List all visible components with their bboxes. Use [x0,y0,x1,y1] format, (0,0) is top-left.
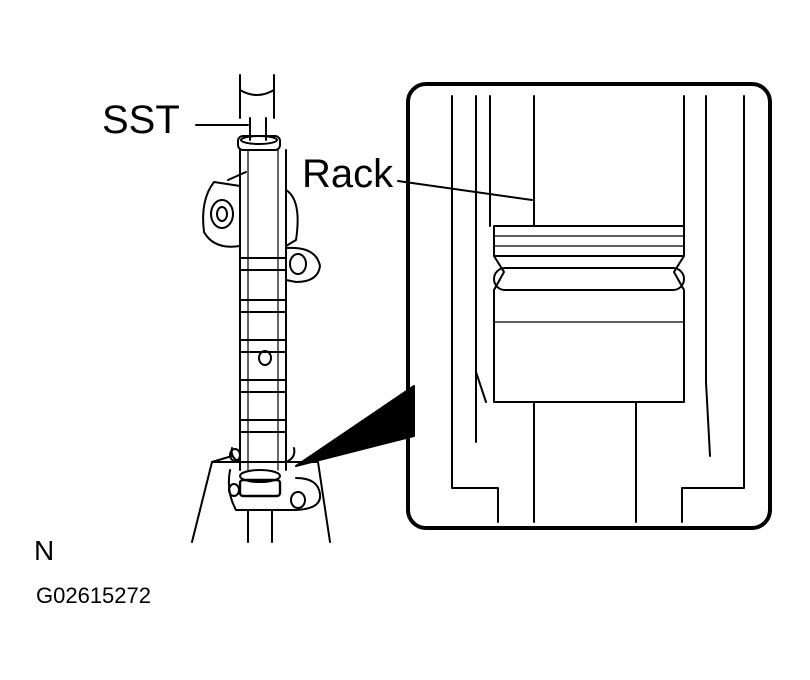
detail-pointer [295,385,415,467]
rack-label: Rack [302,152,394,196]
sst-label: SST [102,98,180,142]
mounting-bracket [191,455,331,543]
detail-view [406,82,772,530]
rack-housing [202,135,322,543]
north-marker: N [34,535,55,566]
sst-tool [239,74,275,141]
figure-id: G02615272 [36,583,151,608]
rack-leader-line [397,180,533,201]
